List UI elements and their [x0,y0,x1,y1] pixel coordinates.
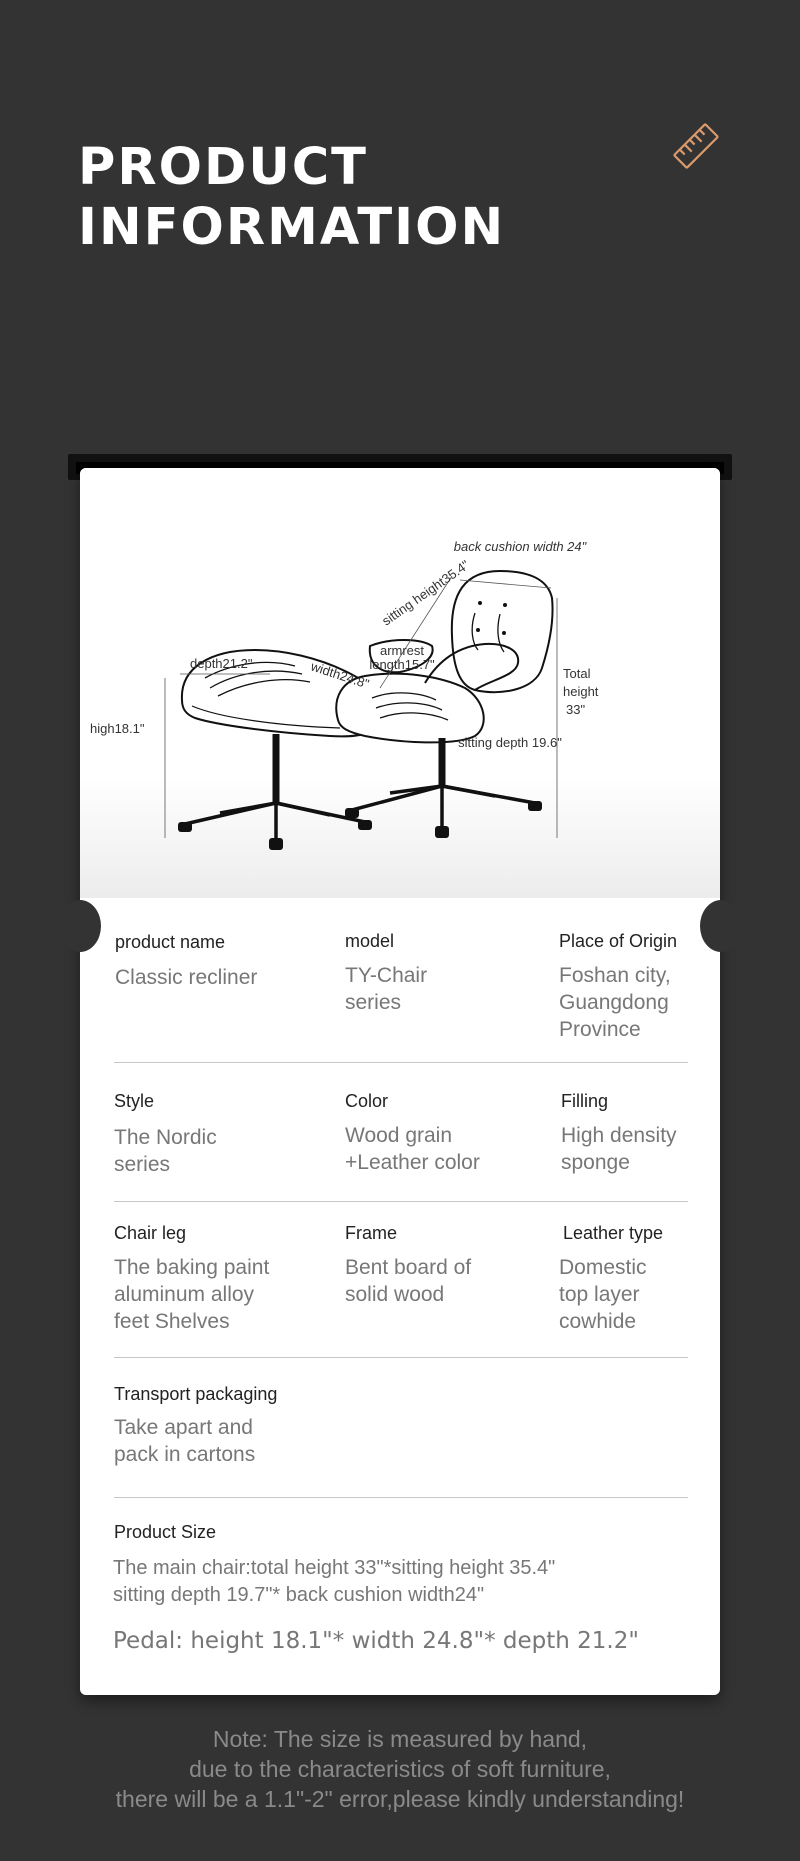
label-total-2: height [563,684,599,699]
row-divider [114,1497,688,1498]
spec-value-color: Wood grain +Leather color [345,1124,480,1174]
row-divider [114,1357,688,1358]
label-total-1: Total [563,666,591,681]
chair-dimension-diagram: back cushion width 24" sitting height35.… [90,539,599,850]
spec-value-origin: Foshan city, Guangdong Province [559,964,671,1041]
spec-value-frame: Bent board of solid wood [345,1256,472,1306]
spec-label-origin: Place of Origin [559,931,678,951]
spec-label-style: Style [114,1091,155,1111]
spec-label-product-name: product name [115,932,226,952]
ruler-icon [673,123,719,169]
product-size-label: Product Size [114,1522,217,1542]
label-high: high18.1" [90,721,145,736]
card-notch-right [700,900,742,952]
product-card: back cushion width 24" sitting height35.… [80,468,720,1695]
label-total-3: 33" [566,702,585,717]
spec-label-model: model [345,931,395,951]
card-notch-left [59,900,101,952]
row-divider [114,1062,688,1063]
label-depth: depth21.2" [190,656,253,671]
spec-value-model: TY-Chair series [345,964,428,1014]
spec-label-transport: Transport packaging [114,1384,278,1404]
product-size-main-chair: The main chair:total height 33"*sitting … [113,1557,556,1606]
label-sitting-depth: sitting depth 19.6" [458,735,562,750]
page-title: PRODUCT INFORMATION [78,138,505,258]
spec-label-leather: Leather type [563,1223,664,1243]
spec-value-transport: Take apart and pack in cartons [114,1416,256,1466]
spec-value-style: The Nordic series [114,1126,217,1176]
spec-label-chair-leg: Chair leg [114,1223,187,1243]
product-diagram: back cushion width 24" sitting height35.… [80,468,720,898]
product-size-pedal: Pedal: height 18.1"* width 24.8"* depth … [113,1628,639,1654]
row-divider [114,1201,688,1202]
spec-label-frame: Frame [345,1223,398,1243]
label-armrest-2: length15.7" [369,657,435,672]
label-armrest-1: armrest [380,643,424,658]
spec-value-chair-leg: The baking paint aluminum alloy feet She… [114,1256,270,1333]
measurement-note: Note: The size is measured by hand, due … [115,1726,685,1812]
label-back-cushion: back cushion width 24" [454,539,588,554]
spec-label-color: Color [345,1091,389,1111]
spec-value-product-name: Classic recliner [115,966,258,989]
title-line-1: PRODUCT [78,138,368,197]
spec-label-filling: Filling [561,1091,609,1111]
spec-value-filling: High density sponge [561,1124,677,1174]
title-line-2: INFORMATION [78,198,506,257]
spec-value-leather: Domestic top layer cowhide [559,1256,647,1333]
